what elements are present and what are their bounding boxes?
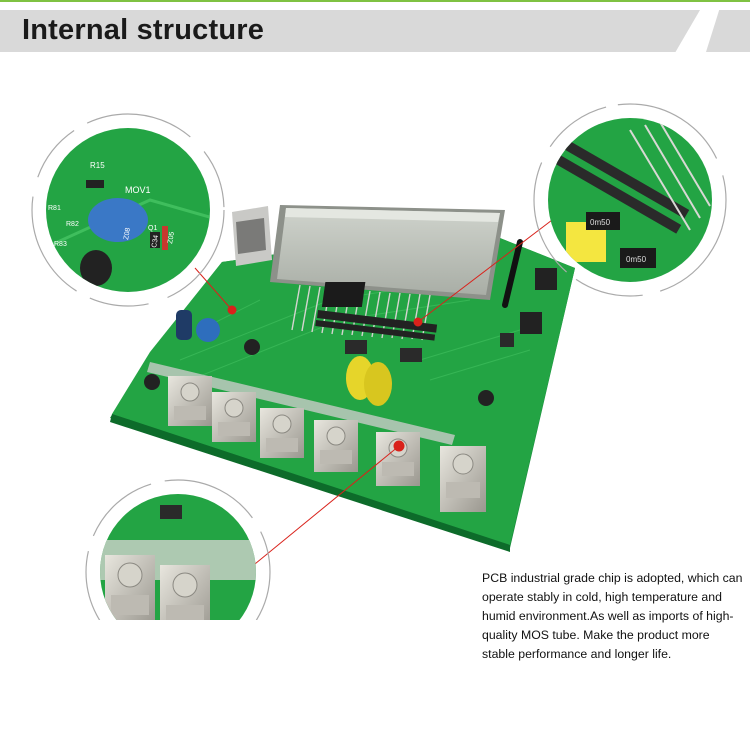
svg-text:0m50: 0m50 — [626, 255, 647, 264]
svg-text:Q1: Q1 — [148, 225, 157, 232]
usb-port — [232, 206, 272, 266]
terminal-row — [168, 376, 486, 512]
title-banner-tail — [706, 10, 750, 52]
top-accent-line — [0, 0, 750, 2]
yellow-capacitor — [346, 356, 392, 406]
svg-text:R83: R83 — [54, 241, 67, 248]
zoom-circle-headers: 0m50 0m50 — [533, 103, 727, 297]
title-banner — [0, 10, 700, 52]
page-title: Internal structure — [22, 14, 265, 46]
svg-text:0m50: 0m50 — [590, 218, 611, 227]
zoom-circle-varistor: R15 MOV1 R81 R82 R83 Z08 Q1 C34 Z05 — [31, 113, 225, 307]
svg-text:R81: R81 — [48, 205, 61, 212]
svg-text:Z05: Z05 — [167, 231, 176, 244]
svg-text:R15: R15 — [90, 161, 105, 170]
svg-text:C34: C34 — [151, 234, 160, 248]
zoom-circle-terminals — [85, 479, 271, 620]
callout-pointers — [194, 213, 561, 569]
svg-text:R82: R82 — [66, 221, 79, 228]
svg-text:MOV1: MOV1 — [125, 185, 151, 195]
pcb-illustration: R15 MOV1 R81 R82 R83 Z08 Q1 C34 Z05 — [31, 103, 727, 620]
svg-text:Z08: Z08 — [123, 227, 132, 240]
description-text: PCB industrial grade chip is adopted, wh… — [482, 571, 743, 661]
main-board — [110, 205, 575, 552]
